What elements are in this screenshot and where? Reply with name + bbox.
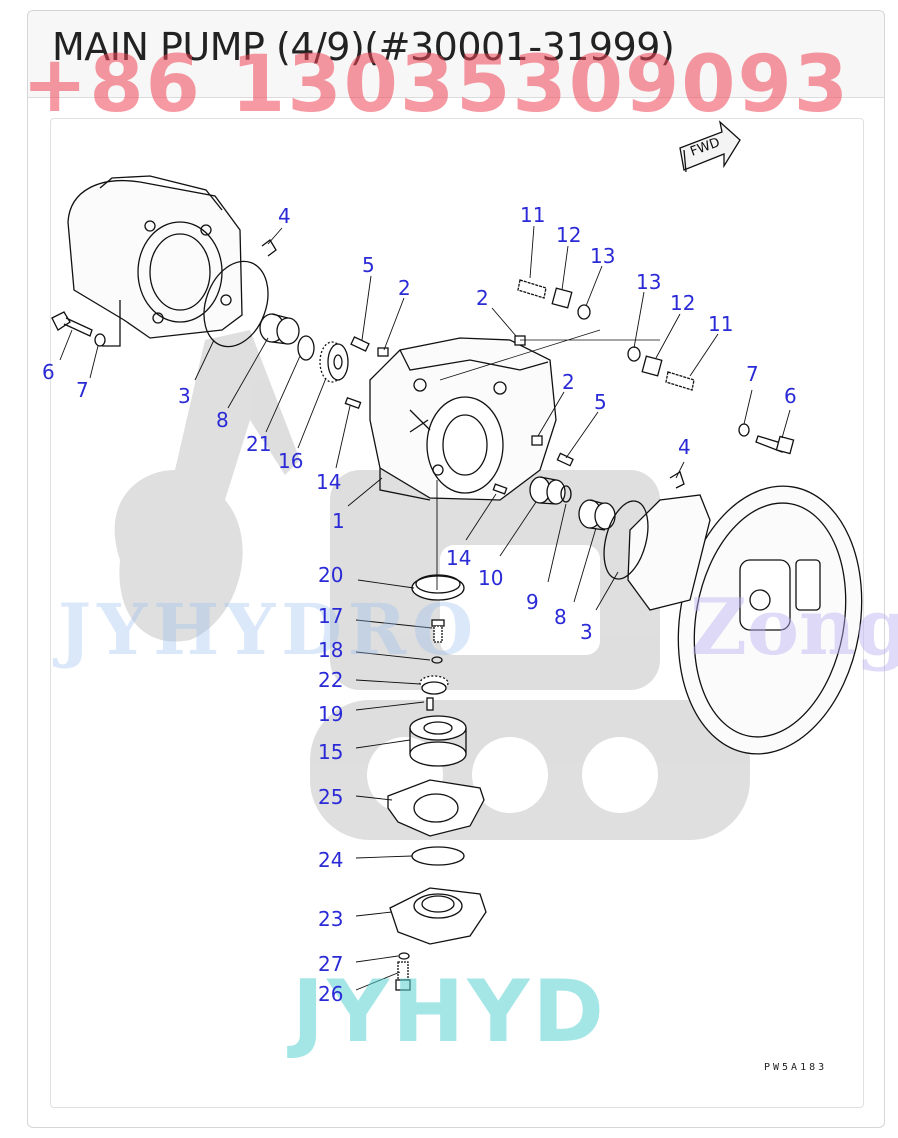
callout-22: 22 (318, 668, 344, 692)
valve-block-1 (369, 337, 557, 501)
pin-5-right (556, 452, 574, 467)
callout-24: 24 (318, 848, 344, 872)
washer-18 (431, 656, 443, 664)
callout-6: 6 (42, 360, 55, 384)
callout-20: 20 (318, 563, 344, 587)
callout-7: 7 (746, 362, 759, 386)
page-title: MAIN PUMP (4/9)(#30001-31999) (52, 25, 675, 69)
pump-housing-left (67, 175, 243, 347)
callout-2: 2 (398, 276, 411, 300)
callout-3: 3 (178, 384, 191, 408)
gear-22 (419, 675, 449, 695)
washer-27 (398, 952, 410, 960)
callout-16: 16 (278, 449, 304, 473)
callout-2: 2 (562, 370, 575, 394)
bearing-8-left (259, 313, 300, 345)
callout-14: 14 (446, 546, 472, 570)
washer-7-left (94, 333, 106, 347)
spline-gear-16 (319, 341, 349, 383)
plug-2-right (531, 435, 543, 446)
callout-1: 1 (332, 509, 345, 533)
callout-12: 12 (556, 223, 582, 247)
plug-2-upper (377, 347, 389, 357)
callout-4: 4 (678, 435, 691, 459)
nut-12-upper (551, 287, 573, 309)
bushing-10 (529, 476, 566, 505)
pin-5-upper (350, 336, 370, 352)
callout-4: 4 (278, 204, 291, 228)
watermark-jyhydro: JYHYDRO (58, 588, 480, 671)
cover-23 (389, 887, 487, 945)
fitting-11-upper (517, 279, 547, 299)
callout-27: 27 (318, 952, 344, 976)
fwd-arrow-icon (679, 120, 741, 173)
callout-8: 8 (216, 408, 229, 432)
nut-12-lower (641, 355, 663, 377)
callout-21: 21 (246, 432, 272, 456)
leader-lines (59, 225, 791, 991)
callout-3: 3 (580, 620, 593, 644)
phone-watermark: +86 13035309093 (22, 40, 851, 130)
callout-2: 2 (476, 286, 489, 310)
callout-25: 25 (318, 785, 344, 809)
o-ring-3-left (203, 260, 269, 348)
fitting-11-lower (665, 371, 695, 391)
bolt-6-left (51, 311, 93, 337)
o-ring-24 (411, 846, 465, 866)
pin-14-right (492, 483, 508, 495)
figure-code: PW5A183 (764, 1062, 828, 1073)
callout-9: 9 (526, 590, 539, 614)
bolt-6-right (755, 435, 795, 455)
callout-19: 19 (318, 702, 344, 726)
plug-2-mid (514, 335, 526, 346)
clip-4-right (669, 471, 685, 489)
washer-7-right (738, 423, 750, 437)
watermark-jyhyd: JYHYD (292, 962, 607, 1062)
washer-13-lower (627, 346, 641, 362)
clip-4-left (261, 239, 277, 257)
callout-14: 14 (316, 470, 342, 494)
callout-12: 12 (670, 291, 696, 315)
callout-7: 7 (76, 378, 89, 402)
callout-5: 5 (594, 390, 607, 414)
callout-8: 8 (554, 605, 567, 629)
callout-15: 15 (318, 740, 344, 764)
o-ring-3-right (603, 500, 649, 580)
callout-11: 11 (708, 312, 734, 336)
callout-13: 13 (636, 270, 662, 294)
bearing-8-right (578, 499, 616, 531)
gasket-25 (387, 779, 485, 837)
housing-15 (409, 715, 467, 767)
card-header: MAIN PUMP (4/9)(#30001-31999) (28, 11, 884, 98)
callout-17: 17 (318, 604, 344, 628)
watermark-zong: Zong (690, 582, 898, 673)
snap-ring-9 (560, 485, 572, 503)
bolt-26 (395, 961, 411, 991)
pin-14-left (344, 396, 362, 410)
callout-18: 18 (318, 638, 344, 662)
callout-10: 10 (478, 566, 504, 590)
callout-6: 6 (784, 384, 797, 408)
callout-26: 26 (318, 982, 344, 1006)
callout-11: 11 (520, 203, 546, 227)
washer-13-upper (577, 304, 591, 320)
snap-ring-21 (297, 335, 315, 361)
callout-23: 23 (318, 907, 344, 931)
callout-5: 5 (362, 253, 375, 277)
pin-19 (426, 697, 434, 711)
bolt-17 (431, 619, 445, 643)
callout-13: 13 (590, 244, 616, 268)
